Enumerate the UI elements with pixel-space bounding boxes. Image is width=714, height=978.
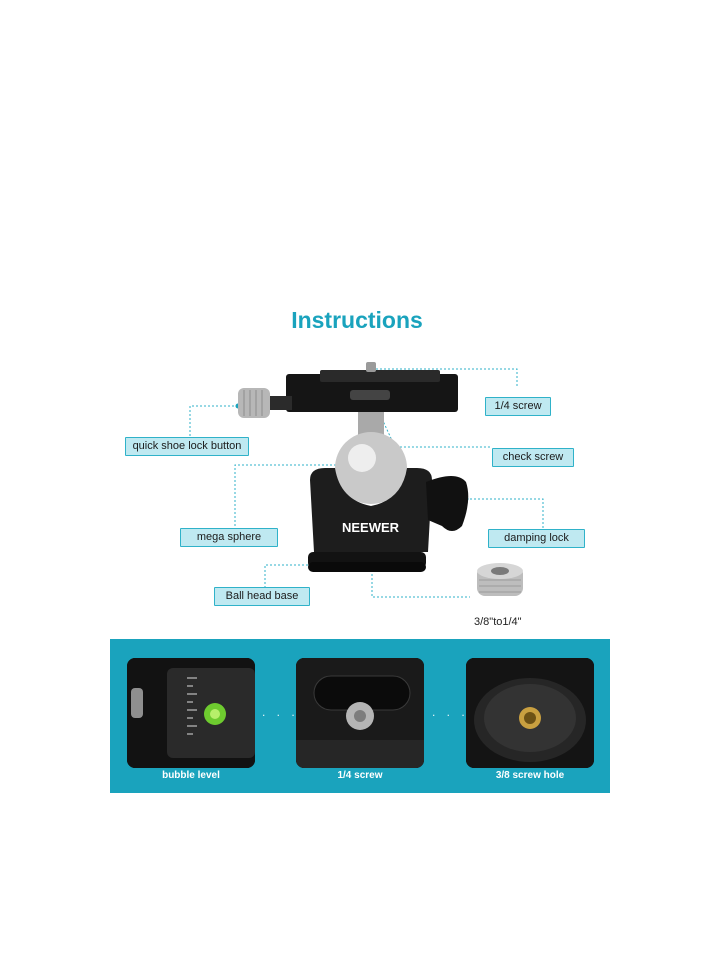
detail-panel: . . . . . . bubble level 1/4 screw 3/8 s… bbox=[110, 639, 610, 793]
quick-plate-photo bbox=[296, 658, 424, 768]
bubble-level-photo bbox=[127, 658, 255, 768]
adapter-screw-illustration bbox=[477, 563, 523, 596]
callout-adapter: 3/8"to1/4" bbox=[474, 616, 522, 628]
separator-dots: . . . bbox=[262, 705, 299, 719]
product-diagram: NEEWER 1/4 screw quick shoe lock button … bbox=[110, 340, 610, 640]
detail-caption: 3/8 screw hole bbox=[495, 770, 565, 781]
callout-damping-lock: damping lock bbox=[488, 529, 585, 548]
callout-quick-shoe-lock-button: quick shoe lock button bbox=[125, 437, 249, 456]
callout-check-screw: check screw bbox=[492, 448, 574, 467]
ball-head-illustration bbox=[238, 362, 469, 572]
brand-logo: NEEWER bbox=[342, 520, 400, 535]
detail-caption: 1/4 screw bbox=[337, 770, 383, 781]
screw-hole-photo bbox=[466, 658, 594, 768]
callout-quarter-screw: 1/4 screw bbox=[485, 397, 551, 416]
separator-dots: . . . bbox=[432, 705, 469, 719]
callout-lines bbox=[189, 362, 544, 598]
detail-caption: bubble level bbox=[162, 770, 220, 781]
page-title: Instructions bbox=[291, 307, 423, 333]
callout-mega-sphere: mega sphere bbox=[180, 528, 278, 547]
callout-ball-head-base: Ball head base bbox=[214, 587, 310, 606]
